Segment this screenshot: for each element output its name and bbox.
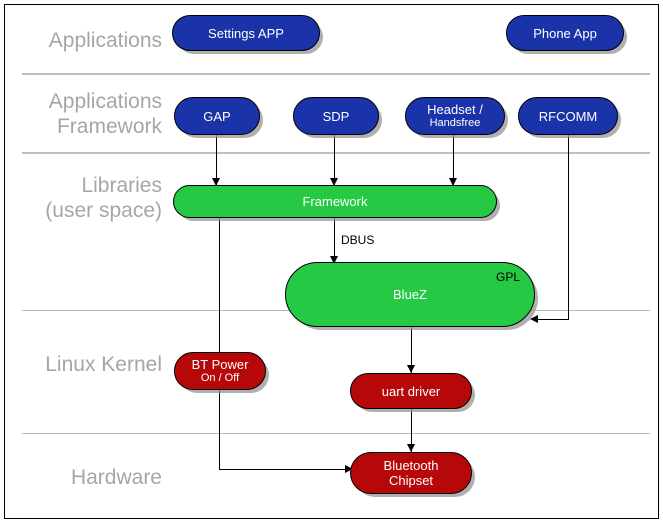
node-framework-label: Framework (302, 194, 368, 209)
edge-sdp-to-framework-line (334, 135, 336, 185)
edge-sdp-to-framework-arrow (330, 178, 338, 186)
edge-framework-to-bluez-line (334, 217, 336, 265)
node-rfcomm[interactable]: RFCOMM (518, 97, 618, 135)
node-settings-app-label: Settings APP (208, 25, 284, 41)
separator-linux-kernel (22, 433, 650, 434)
edge-label-dbus: DBUS (340, 233, 376, 247)
edge-framework-to-chipset-hline (219, 469, 352, 471)
node-uart-driver[interactable]: uart driver (350, 373, 472, 409)
band-label-linux-kernel: Linux Kernel (45, 353, 162, 376)
edge-bluez-to-uart-arrow (407, 365, 415, 373)
edge-framework-to-bluez-arrow (330, 256, 338, 264)
node-bluetooth-chipset-label-line1: Bluetooth (383, 458, 439, 473)
node-sdp[interactable]: SDP (293, 97, 379, 135)
separator-applications (22, 73, 650, 75)
node-phone-app[interactable]: Phone App (506, 15, 624, 51)
node-gap-label: GAP (203, 108, 231, 124)
band-label-applications-framework: Applications Framework (48, 90, 162, 138)
edge-gap-to-framework-line (216, 135, 218, 185)
node-bt-power[interactable]: BT Power On / Off (174, 352, 266, 390)
node-bluez-gpl-tag: GPL (495, 270, 520, 284)
band-label-applications: Applications (48, 29, 162, 52)
node-uart-driver-label: uart driver (381, 383, 441, 399)
edge-gap-to-framework-arrow (212, 178, 220, 186)
node-phone-app-label: Phone App (533, 25, 597, 41)
node-settings-app[interactable]: Settings APP (172, 15, 320, 51)
separator-applications-framework (22, 152, 650, 154)
node-bluetooth-chipset[interactable]: Bluetooth Chipset (350, 452, 472, 494)
edge-framework-to-chipset-vline (219, 217, 221, 470)
edge-rfcomm-to-bluez-vline (568, 135, 570, 320)
edge-bluez-to-uart-line (411, 327, 413, 374)
node-headset-handsfree-label-line1: Headset / (427, 102, 483, 117)
node-headset-handsfree[interactable]: Headset / Handsfree (405, 97, 505, 135)
edge-uart-to-chipset-arrow (407, 444, 415, 452)
edge-framework-to-chipset-arrow (345, 465, 353, 473)
band-label-hardware: Hardware (70, 466, 162, 489)
node-bt-power-label-line2: On / Off (200, 372, 240, 384)
node-rfcomm-label: RFCOMM (538, 108, 598, 124)
band-label-libraries: Libraries (user space) (45, 174, 162, 222)
edge-headset-to-framework-line (453, 135, 455, 185)
node-sdp-label: SDP (322, 108, 350, 124)
node-bluez[interactable]: GPL BlueZ (285, 262, 535, 327)
node-headset-handsfree-label-line2: Handsfree (429, 117, 481, 129)
node-bt-power-label-line1: BT Power (191, 357, 249, 372)
edge-rfcomm-to-bluez-hline (537, 319, 569, 321)
node-framework[interactable]: Framework (173, 185, 497, 218)
node-bluetooth-chipset-label-line2: Chipset (388, 473, 434, 488)
edge-uart-to-chipset-line (411, 409, 413, 454)
node-gap[interactable]: GAP (174, 97, 260, 135)
edge-headset-to-framework-arrow (449, 178, 457, 186)
edge-rfcomm-to-bluez-arrow (530, 315, 538, 323)
node-bluez-label: BlueZ (393, 287, 427, 302)
